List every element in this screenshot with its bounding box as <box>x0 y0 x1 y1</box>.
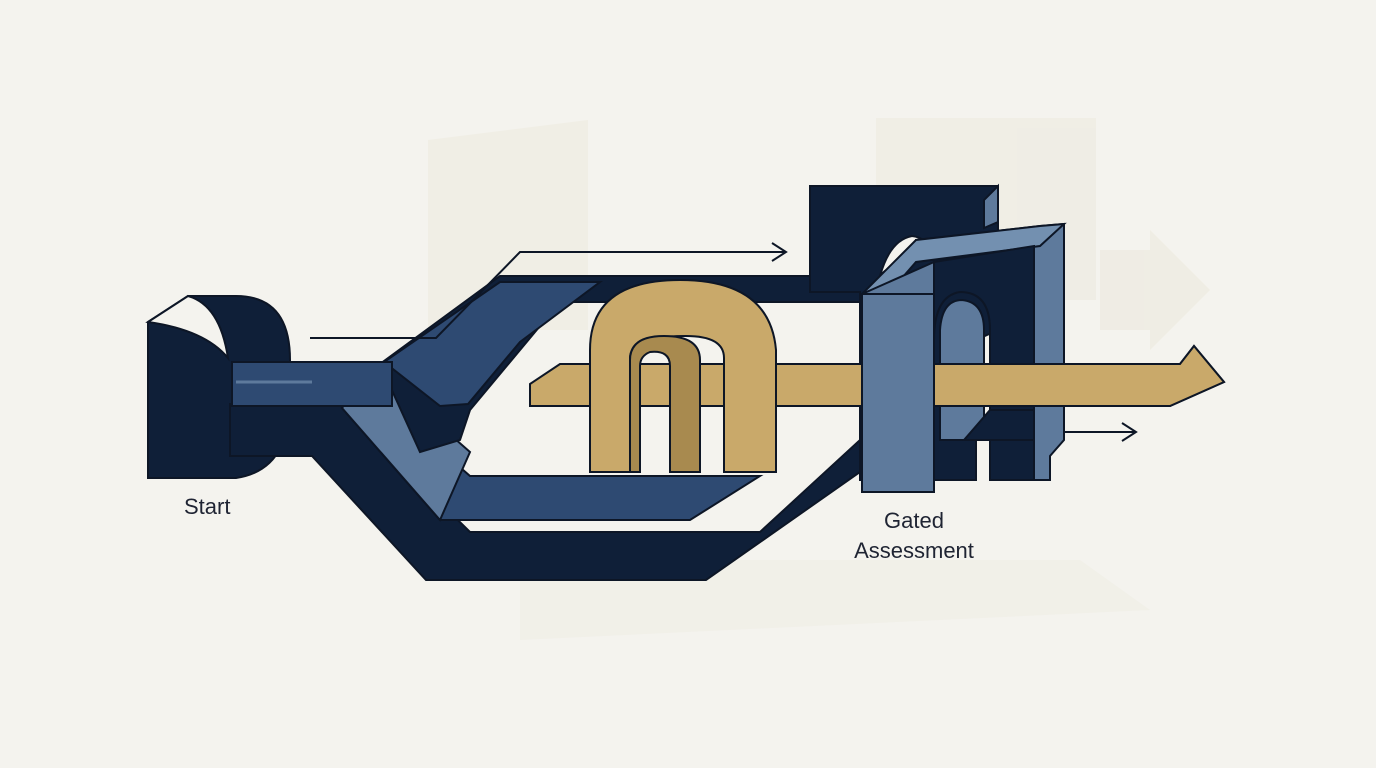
gold-arrow-pass <box>775 293 1226 493</box>
gate-frame-front-overlay <box>861 293 935 493</box>
gate-frame-notch <box>961 409 1035 441</box>
gated-assessment-line2: Assessment <box>854 538 974 563</box>
bg-arrow-right <box>1100 230 1210 350</box>
gate-back-edge <box>983 183 999 230</box>
start-fold <box>145 294 230 362</box>
guide-arrow-upper <box>310 251 784 339</box>
guide-arrow-upper-head <box>771 242 788 262</box>
guide-arrow-lower-head <box>1121 422 1138 442</box>
lower-route <box>229 364 861 581</box>
gold-arch <box>589 278 777 473</box>
gated-assessment-line1: Gated <box>884 508 944 533</box>
start-connector <box>231 361 393 407</box>
gold-arrow-mid <box>775 363 863 407</box>
gated-assessment-label: Gated Assessment <box>844 506 984 566</box>
gold-arch-inner <box>629 334 701 473</box>
upper-route-face <box>382 281 603 408</box>
start-label: Start <box>184 494 231 519</box>
guide-arrows <box>310 242 1138 442</box>
upper-route <box>231 275 861 454</box>
